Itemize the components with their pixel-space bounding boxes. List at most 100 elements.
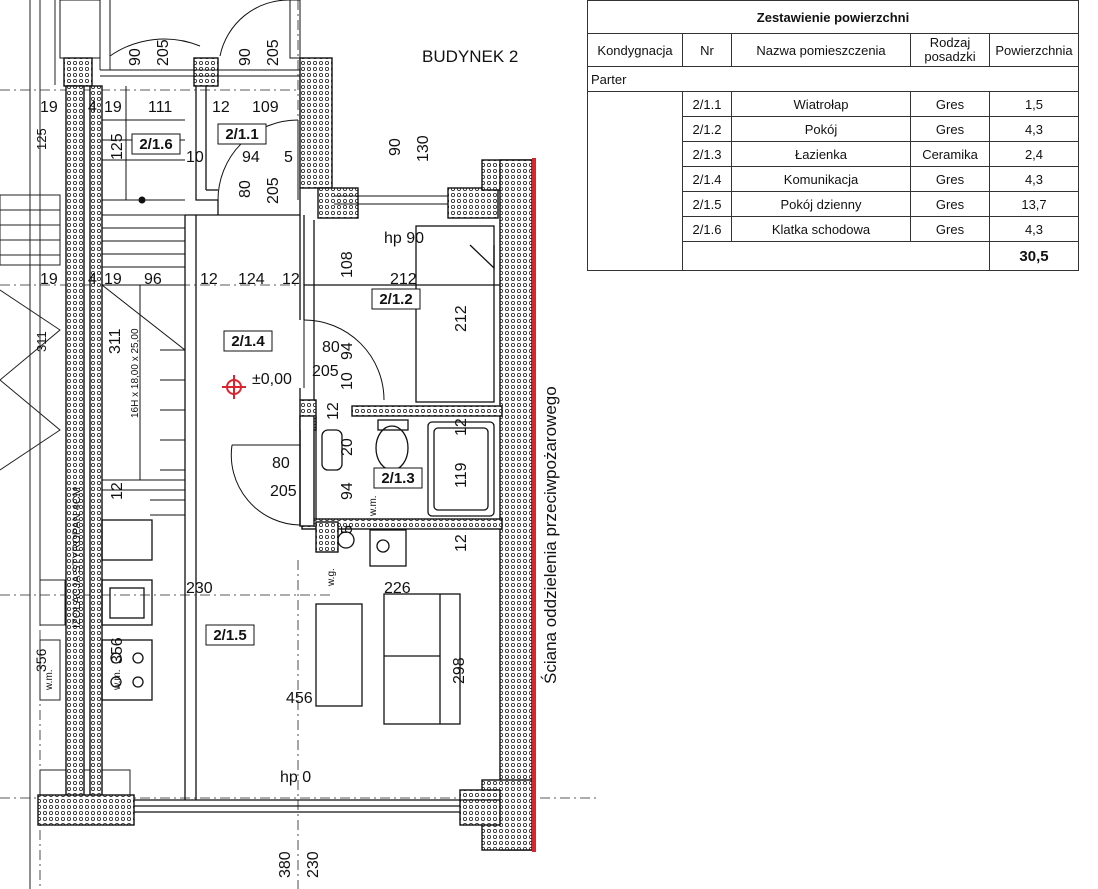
dim-text: 12 — [200, 271, 218, 288]
cell-name: Pokój dzienny — [731, 191, 911, 217]
dim-text: 109 — [252, 99, 279, 116]
dim-text: 5 — [339, 525, 356, 534]
dimensions: 90 205 90 205 19 4 19 111 12 109 125 125… — [33, 39, 470, 878]
room-label-2-1-2: 2/1.2 — [379, 291, 412, 308]
hp-label-bottom: hp 0 — [280, 769, 311, 786]
cell-area: 4,3 — [989, 216, 1079, 242]
room-label-2-1-1: 2/1.1 — [225, 126, 258, 143]
dim-text: 80 — [322, 339, 340, 356]
cell-floor: Gres — [910, 191, 990, 217]
level-label: ±0,00 — [252, 371, 292, 388]
dim-text: 19 — [40, 271, 58, 288]
cell-area: 2,4 — [989, 141, 1079, 167]
stair-note: 16H x 18,00 x 25,00 — [130, 328, 141, 418]
dim-text: 212 — [453, 305, 470, 332]
cell-name: Wiatrołap — [731, 91, 911, 117]
dim-text: 124 — [238, 271, 265, 288]
dim-text: 356 — [33, 648, 49, 672]
dim-text: 130 — [415, 135, 432, 162]
dim-text: 205 — [265, 177, 282, 204]
dim-text: 125 — [109, 133, 126, 160]
cell-name: Komunikacja — [731, 166, 911, 192]
dim-text: 10 — [186, 149, 204, 166]
total-row: 30,5 — [588, 241, 1079, 271]
total-spacer — [682, 241, 990, 271]
level-marker-icon — [222, 375, 246, 399]
cell-area: 4,3 — [989, 116, 1079, 142]
room-labels: 2/1.6 2/1.1 2/1.2 2/1.4 2/1.3 2/1.5 — [131, 123, 423, 646]
header-rodzaj-line1: Rodzaj — [929, 35, 971, 50]
dim-text: 12 — [282, 271, 300, 288]
dim-text: 80 — [237, 180, 254, 198]
table-row: 2/1.5 Pokój dzienny Gres 13,7 — [588, 191, 1079, 217]
level-name: Parter — [587, 66, 1079, 92]
dim-text: 212 — [390, 271, 417, 288]
cell-floor: Ceramika — [910, 141, 990, 167]
table-title: Zestawienie powierzchni — [587, 0, 1079, 34]
header-rodzaj: Rodzaj posadzki — [910, 33, 990, 67]
dim-text: 205 — [270, 483, 297, 500]
dim-text: 311 — [107, 328, 124, 354]
hp-label-top: hp 90 — [384, 230, 424, 247]
table-row: 2/1.1 Wiatrołap Gres 1,5 — [587, 91, 1079, 271]
header-nr: Nr — [682, 33, 732, 67]
room-label-2-1-5: 2/1.5 — [213, 627, 246, 644]
cell-nr: 2/1.3 — [682, 141, 732, 167]
header-powierzchnia: Powierzchnia — [989, 33, 1079, 67]
dim-text: 94 — [242, 149, 260, 166]
cell-nr: 2/1.1 — [682, 91, 732, 117]
windows — [59, 0, 448, 205]
dim-text: 119 — [453, 462, 470, 488]
insulation-note: IZOLACJA STYROPAN 4CM — [71, 487, 83, 628]
dim-text: 12 — [453, 534, 470, 552]
dim-text: 80 — [272, 455, 290, 472]
annotations: BUDYNEK 2 ±0,00 hp 90 hp 0 Ściana oddzie… — [44, 47, 560, 786]
header-kondygnacja: Kondygnacja — [587, 33, 683, 67]
dim-text: 456 — [286, 690, 313, 707]
dim-text: 4 — [88, 271, 97, 288]
dim-text: 125 — [34, 128, 49, 150]
cell-floor: Gres — [910, 116, 990, 142]
cell-nr: 2/1.4 — [682, 166, 732, 192]
dim-text: 90 — [387, 138, 404, 156]
dim-text: 205 — [155, 39, 172, 66]
dim-text: 298 — [451, 657, 468, 684]
dim-text: 311 — [34, 331, 49, 352]
cell-name: Łazienka — [731, 141, 911, 167]
dim-text: 90 — [127, 48, 144, 66]
dim-text: 380 — [277, 851, 294, 878]
walls-hatched — [37, 57, 533, 851]
dim-text: 90 — [237, 48, 254, 66]
room-label-2-1-3: 2/1.3 — [381, 470, 414, 487]
cell-floor: Gres — [910, 91, 990, 117]
dim-text: 19 — [104, 271, 122, 288]
level-cell — [587, 91, 683, 271]
cell-area: 1,5 — [989, 91, 1079, 117]
dim-text: 356 — [109, 637, 126, 664]
doors — [109, 0, 385, 526]
cell-nr: 2/1.5 — [682, 191, 732, 217]
header-nazwa: Nazwa pomieszczenia — [731, 33, 911, 67]
total-area: 30,5 — [989, 241, 1079, 271]
dim-text: 94 — [339, 482, 356, 500]
dim-text: 94 — [339, 342, 356, 360]
room-label-2-1-6: 2/1.6 — [139, 136, 172, 153]
fire-wall-label: Ściana oddzielenia przeciwpożarowego — [541, 386, 560, 684]
wm-label-3: w.m. — [112, 669, 123, 691]
room-label-2-1-4: 2/1.4 — [231, 333, 265, 350]
building-label: BUDYNEK 2 — [422, 47, 518, 66]
cell-nr: 2/1.6 — [682, 216, 732, 242]
cell-name: Pokój — [731, 116, 911, 142]
dim-text: 108 — [339, 251, 356, 278]
dim-text: 96 — [144, 271, 162, 288]
wg-label: w.g. — [326, 568, 337, 587]
cell-area: 13,7 — [989, 191, 1079, 217]
cell-floor: Gres — [910, 216, 990, 242]
dim-text: 111 — [148, 99, 172, 116]
area-schedule-table: Zestawienie powierzchni Kondygnacja Nr N… — [587, 0, 1079, 271]
dim-text: 5 — [284, 149, 293, 166]
wm-label-2: w.m. — [44, 669, 55, 691]
dim-text: 12 — [109, 482, 126, 500]
wm-label-1: w.m. — [368, 495, 379, 517]
